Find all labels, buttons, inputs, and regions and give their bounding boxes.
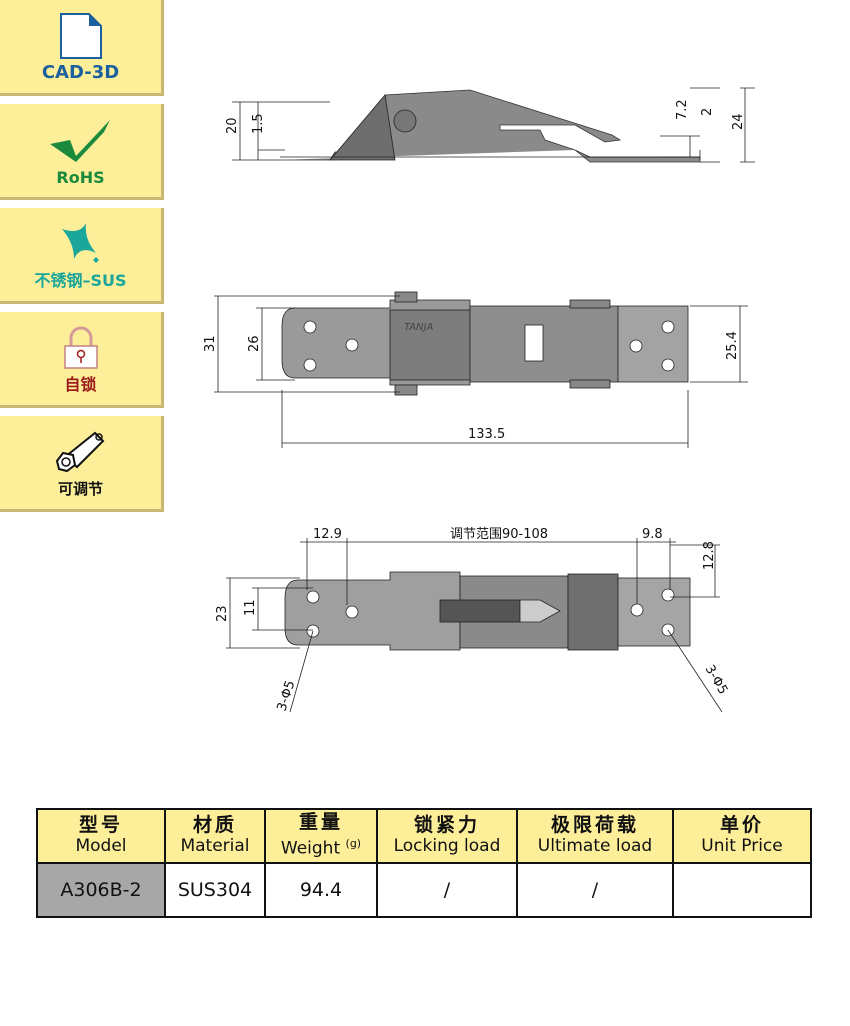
sidebar-label: CAD-3D <box>41 62 120 83</box>
dim-label: 133.5 <box>468 427 505 442</box>
dim-label: 24 <box>731 113 746 130</box>
sidebar-label: 自锁 <box>64 375 97 394</box>
hole-label: 3-Φ5 <box>702 663 731 698</box>
dim-label: 20 <box>225 117 240 134</box>
checkmark-icon <box>0 114 161 166</box>
dim-label: 26 <box>247 335 262 352</box>
cell-model: A306B-2 <box>36 862 166 918</box>
sidebar-item-self-lock[interactable]: 自锁 <box>0 312 164 408</box>
dim-label: 7.2 <box>675 99 690 120</box>
cell-material: SUS304 <box>164 862 266 918</box>
sidebar-label: RoHS <box>56 168 105 187</box>
cell-ultimate-load: / <box>516 862 674 918</box>
dim-label: 12.8 <box>702 541 717 570</box>
table-row: A306B-2 SUS304 94.4 / / <box>36 862 812 918</box>
dim-label: 1.5 <box>251 113 266 134</box>
sidebar-label: 不锈钢–SUS <box>34 271 127 290</box>
dim-label: 12.9 <box>313 527 342 542</box>
cell-weight: 94.4 <box>264 862 378 918</box>
technical-drawing: 20 1.5 7.2 2 24 TANJA 31 26 25.4 133.5 1… <box>203 87 755 713</box>
sidebar-item-cad-3d[interactable]: CAD-3D <box>0 0 164 96</box>
dim-label: 25.4 <box>725 331 740 360</box>
dim-label: 31 <box>203 335 218 352</box>
bottom-view <box>226 538 723 713</box>
cell-locking-load: / <box>376 862 518 918</box>
sidebar-label: 可调节 <box>57 480 103 498</box>
padlock-icon <box>0 322 161 374</box>
brand-logo: TANJA <box>404 322 433 333</box>
sidebar-item-adjustable[interactable]: 可调节 <box>0 416 164 512</box>
sidebar-item-rohs[interactable]: RoHS <box>0 104 164 200</box>
sidebar-item-stainless-steel[interactable]: 不锈钢–SUS <box>0 208 164 304</box>
dim-label: 11 <box>243 599 258 616</box>
dim-label: 9.8 <box>642 527 663 542</box>
sparkle-icon <box>0 218 161 270</box>
dim-label: 23 <box>215 605 230 622</box>
document-icon <box>0 10 161 62</box>
dim-label: 2 <box>700 108 715 116</box>
cell-unit-price <box>672 862 812 918</box>
side-view <box>232 87 755 163</box>
top-view <box>214 291 748 448</box>
dim-label: 调节范围90-108 <box>450 527 548 542</box>
wrench-icon <box>0 426 161 478</box>
